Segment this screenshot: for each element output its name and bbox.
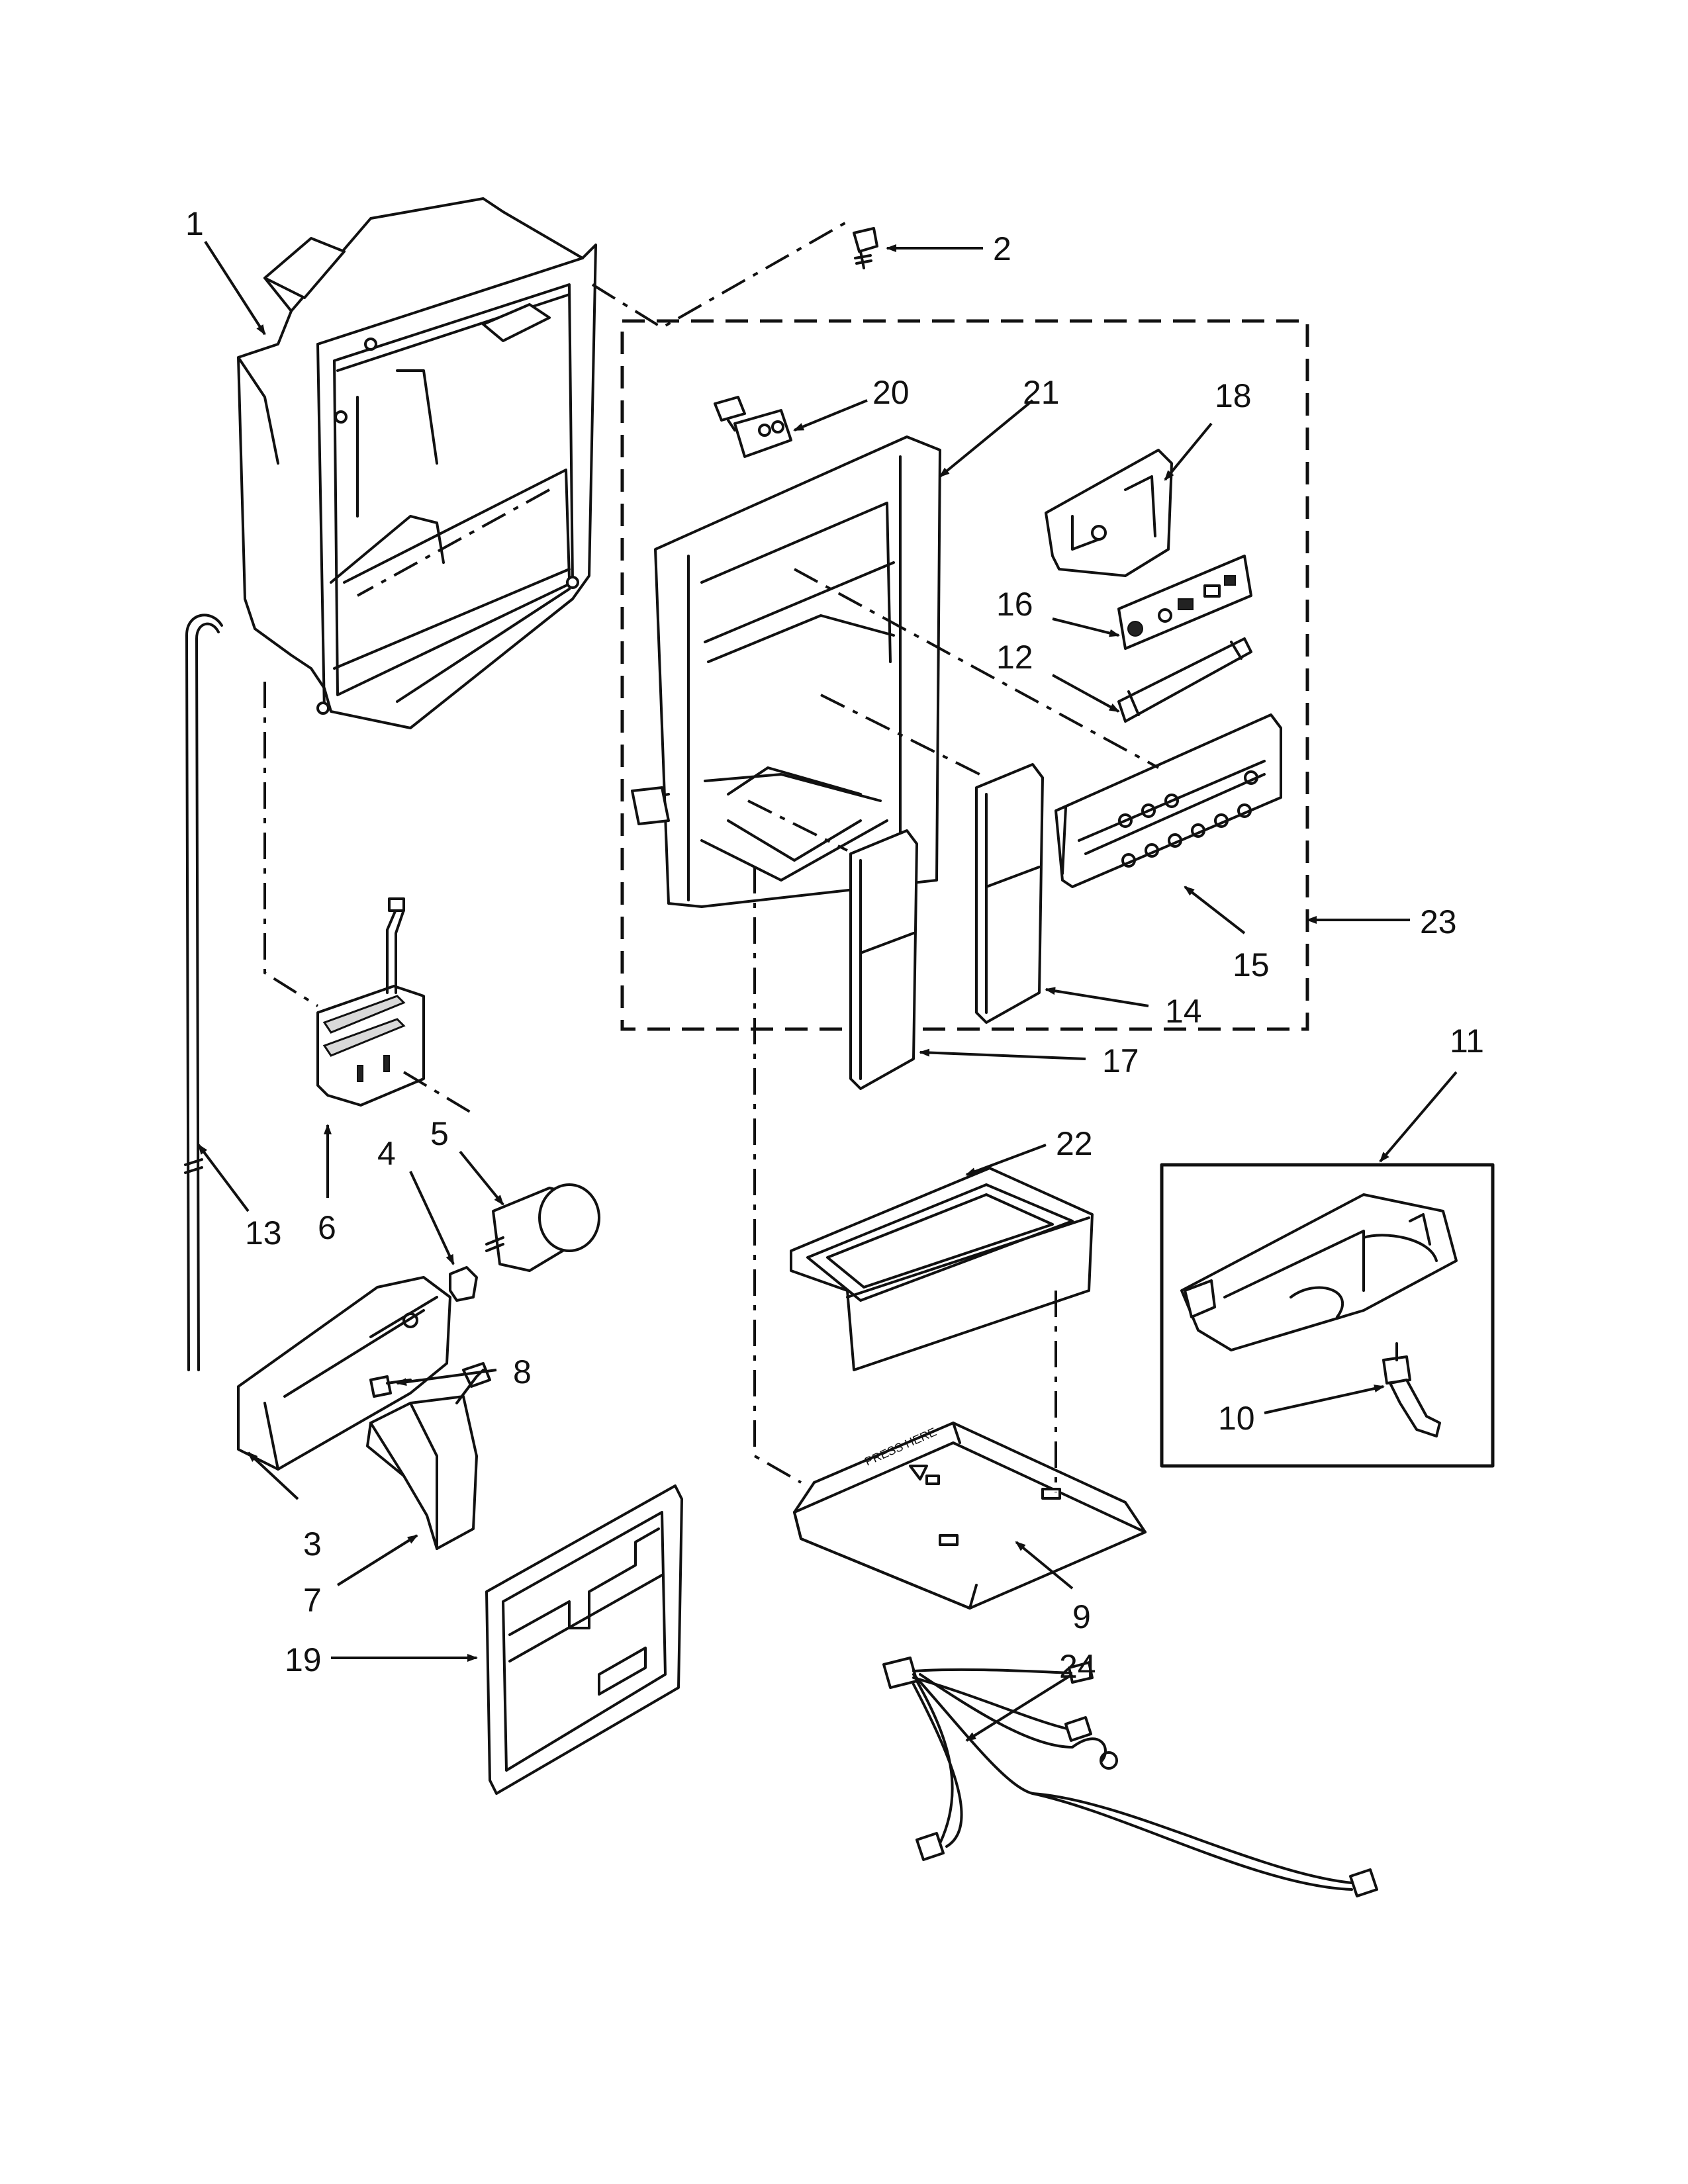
- part-11-ice-chute-door[interactable]: [1180, 1193, 1458, 1351]
- callout-15: 15: [1233, 946, 1270, 983]
- callout-20: 20: [872, 374, 910, 411]
- part-16-control-board[interactable]: [1117, 555, 1252, 650]
- part-12-mounting-plate[interactable]: [1117, 637, 1252, 723]
- connector-line-frame-to-paddle-left: [747, 799, 848, 852]
- part-15-control-panel[interactable]: [1055, 713, 1282, 888]
- assembly-box-11: [1160, 1163, 1495, 1468]
- part-9-tray-base[interactable]: PRESS HERE: [793, 1422, 1147, 1610]
- leader-arrows: [197, 240, 1458, 1742]
- callout-1: 1: [185, 205, 204, 242]
- part-6-module[interactable]: [316, 897, 425, 1107]
- connector-line-housing-to-screw: [591, 220, 848, 330]
- callout-5: 5: [430, 1115, 449, 1152]
- callout-24: 24: [1059, 1648, 1096, 1685]
- callout-7: 7: [303, 1582, 322, 1619]
- part-1-dispenser-housing[interactable]: [237, 197, 597, 729]
- callout-6: 6: [318, 1209, 336, 1246]
- callout-21: 21: [1023, 374, 1060, 411]
- callout-12: 12: [996, 639, 1033, 676]
- connector-line-frame-to-paddle: [820, 694, 980, 776]
- part-18-bracket[interactable]: [1045, 449, 1173, 577]
- callout-19: 19: [285, 1641, 322, 1678]
- connector-line-frame-to-tray: [753, 867, 802, 1484]
- connector-line-frame-to-panel: [794, 568, 1159, 769]
- callout-17: 17: [1102, 1042, 1139, 1079]
- part-20-connector[interactable]: [714, 396, 792, 458]
- callout-10: 10: [1218, 1400, 1255, 1437]
- callout-22: 22: [1056, 1125, 1093, 1162]
- part-19-cover-panel[interactable]: [485, 1484, 683, 1795]
- part-10-fitting[interactable]: [1382, 1342, 1441, 1437]
- callout-16: 16: [996, 586, 1033, 623]
- part-14-paddle-right[interactable]: [975, 763, 1044, 1024]
- part-2-screw[interactable]: [853, 227, 878, 269]
- callout-2: 2: [993, 230, 1011, 267]
- part-4-knob[interactable]: [449, 1266, 478, 1302]
- callout-18: 18: [1215, 377, 1252, 414]
- part-7-actuator-arm[interactable]: [366, 1369, 485, 1550]
- part-24-wire-harness[interactable]: [882, 1657, 1378, 1897]
- part-13-water-tube[interactable]: [184, 614, 223, 1371]
- callout-4: 4: [377, 1135, 396, 1172]
- connector-line-module-to-motor: [402, 1071, 471, 1113]
- part-21-dispenser-frame[interactable]: [631, 435, 941, 908]
- callout-3: 3: [303, 1525, 322, 1563]
- callout-labels: 1 2 3 4 5 6 7 8 9 10 11 12 13 14 15 16 1…: [185, 205, 1484, 1685]
- part-5-motor[interactable]: [485, 1183, 600, 1272]
- callout-13: 13: [245, 1214, 282, 1251]
- connector-line-housing-to-module: [263, 682, 319, 1007]
- callout-9: 9: [1072, 1598, 1091, 1635]
- callout-23: 23: [1420, 903, 1457, 940]
- part-17-paddle-left[interactable]: [849, 829, 918, 1090]
- callout-8: 8: [513, 1353, 532, 1390]
- assembly-box-23: [620, 319, 1309, 1031]
- connector-line-housing-to-trim: [357, 488, 550, 597]
- callout-11: 11: [1450, 1023, 1484, 1060]
- callout-14: 14: [1165, 993, 1202, 1030]
- part-22-drip-tray[interactable]: [790, 1167, 1094, 1371]
